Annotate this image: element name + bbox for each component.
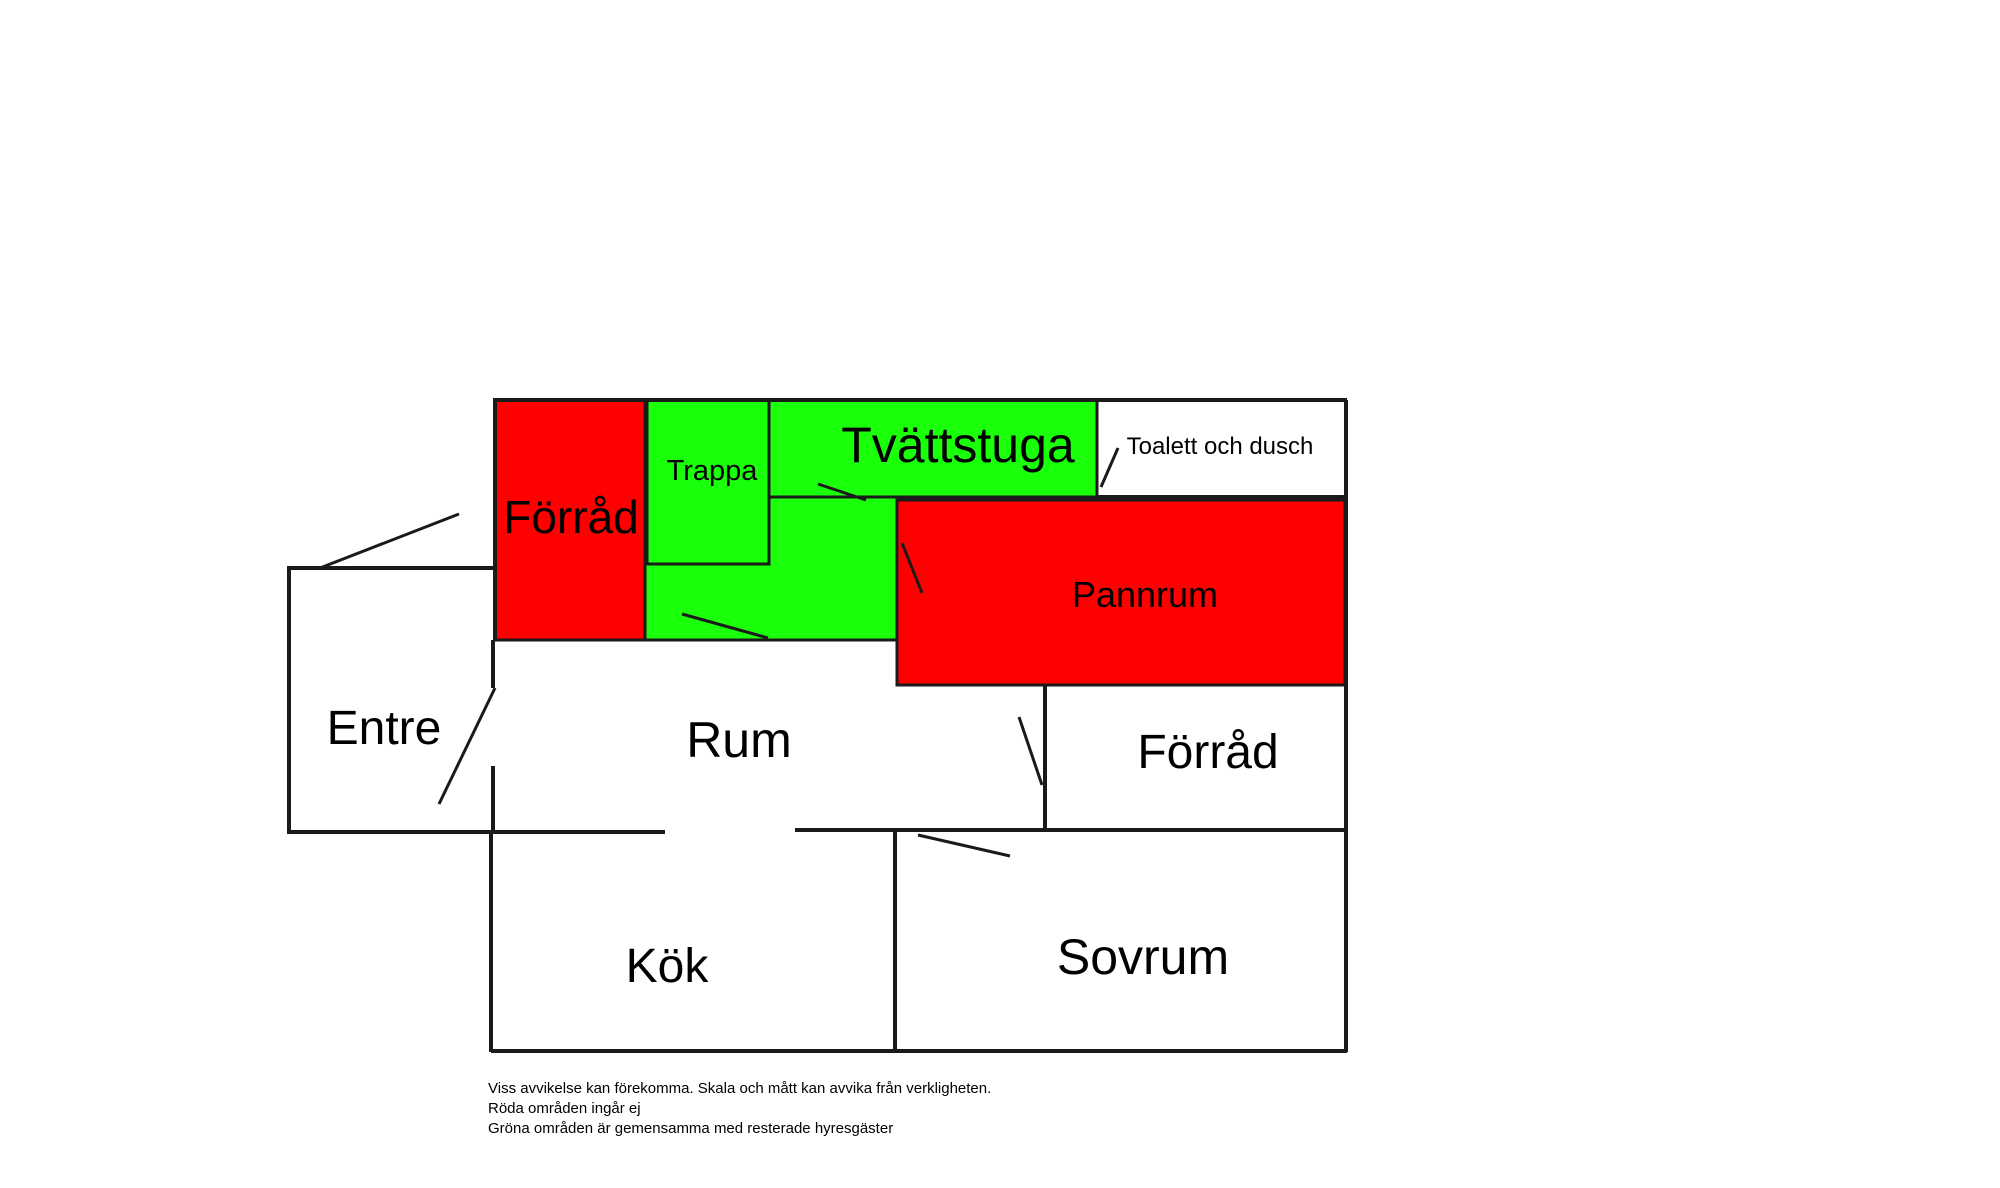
colored-areas	[493, 398, 1347, 687]
sovrum-door	[917, 833, 1011, 858]
room-label-toalett: Toalett och dusch	[1127, 433, 1314, 460]
toilet-door	[1099, 447, 1120, 488]
note-deviation: Viss avvikelse kan förekomma. Skala och …	[488, 1080, 991, 1097]
room-label-entre: Entre	[327, 702, 442, 755]
room-label-kok: Kök	[626, 940, 710, 993]
note-green-areas: Gröna områden är gemensamma med resterad…	[488, 1120, 893, 1137]
stair-door	[681, 612, 769, 640]
entre-outer-door	[319, 512, 460, 570]
walls	[287, 398, 1348, 1053]
room-label-trappa: Trappa	[667, 455, 759, 487]
note-red-areas: Röda områden ingår ej	[488, 1100, 641, 1117]
entre-inner-door	[437, 687, 497, 805]
room-label-tvattstuga: Tvättstuga	[841, 417, 1075, 473]
footnotes: Viss avvikelse kan förekomma. Skala och …	[488, 1080, 991, 1137]
room-label-forrad-top: Förråd	[503, 491, 638, 543]
forrad-right-door	[1017, 716, 1044, 786]
room-label-sovrum: Sovrum	[1057, 929, 1229, 985]
pannrum-door	[900, 542, 924, 594]
room-label-pannrum: Pannrum	[1072, 574, 1218, 615]
forrad-top-area	[493, 398, 647, 642]
door-swings	[319, 447, 1120, 858]
room-label-forrad-right: Förråd	[1137, 726, 1278, 779]
laundry-door	[817, 482, 867, 502]
room-labels: Förråd Trappa Tvättstuga Toalett och dus…	[327, 417, 1314, 993]
room-label-rum: Rum	[686, 712, 792, 768]
